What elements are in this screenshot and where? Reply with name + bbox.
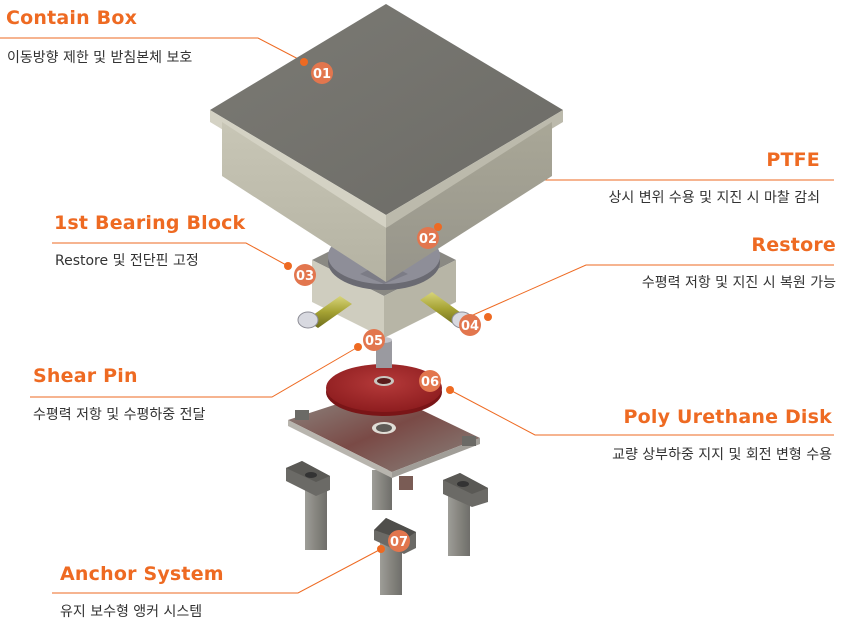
callout-06-title: Poly Urethane Disk <box>623 406 832 428</box>
leader-dot-04 <box>484 313 492 321</box>
badge-02-label: 02 <box>419 232 437 247</box>
callout-07-title: Anchor System <box>60 563 224 585</box>
callout-07-description: 유지 보수형 앵커 시스템 <box>60 604 203 620</box>
callout-03-title: 1st Bearing Block <box>54 212 246 234</box>
base-plate-graphic <box>288 390 480 490</box>
callout-04-description: 수평력 저항 및 지진 시 복원 가능 <box>641 275 836 291</box>
callout-01-title: Contain Box <box>6 7 138 29</box>
number-badges: 01 02 03 04 05 06 07 <box>294 62 481 552</box>
badge-04-label: 04 <box>461 319 479 334</box>
poly-urethane-disk-graphic <box>326 364 442 416</box>
leader-dot-01 <box>300 58 308 66</box>
badge-07-label: 07 <box>390 535 408 550</box>
callout-02-title: PTFE <box>766 149 820 171</box>
badge-05: 05 <box>363 329 385 351</box>
badge-07: 07 <box>388 530 410 552</box>
badge-06-label: 06 <box>421 375 439 390</box>
anchor-system-graphic <box>286 461 488 595</box>
callout-04-title: Restore <box>751 234 836 256</box>
callout-02-description: 상시 변위 수용 및 지진 시 마찰 감쇠 <box>608 190 820 206</box>
leader-line-04 <box>472 264 834 316</box>
leader-dots <box>284 58 492 553</box>
leader-line-01 <box>0 37 305 63</box>
badge-01-label: 01 <box>313 67 331 82</box>
leader-dot-03 <box>284 262 292 270</box>
leader-dot-02 <box>434 223 442 231</box>
badge-05-label: 05 <box>365 334 383 349</box>
leader-line-07 <box>52 548 382 594</box>
leader-line-03 <box>52 242 289 267</box>
badge-03: 03 <box>294 264 316 286</box>
contain-box-graphic <box>210 4 563 282</box>
badge-04: 04 <box>459 314 481 336</box>
badge-03-label: 03 <box>296 269 314 284</box>
leader-line-05 <box>30 346 359 398</box>
leader-dot-06 <box>446 386 454 394</box>
leader-lines <box>0 37 834 594</box>
leader-dot-07 <box>377 545 385 553</box>
leader-dot-05 <box>354 343 362 351</box>
badge-01: 01 <box>311 62 333 84</box>
leader-line-06 <box>449 389 834 436</box>
callout-03-description: Restore 및 전단핀 고정 <box>55 253 199 269</box>
callout-05-description: 수평력 저항 및 수평하중 전달 <box>33 407 206 423</box>
callout-06-description: 교량 상부하중 지지 및 회전 변형 수용 <box>612 447 832 463</box>
callout-01-description: 이동방향 제한 및 받침본체 보호 <box>7 50 193 66</box>
badge-02: 02 <box>417 227 439 249</box>
callout-05-title: Shear Pin <box>33 365 138 387</box>
badge-06: 06 <box>419 370 441 392</box>
